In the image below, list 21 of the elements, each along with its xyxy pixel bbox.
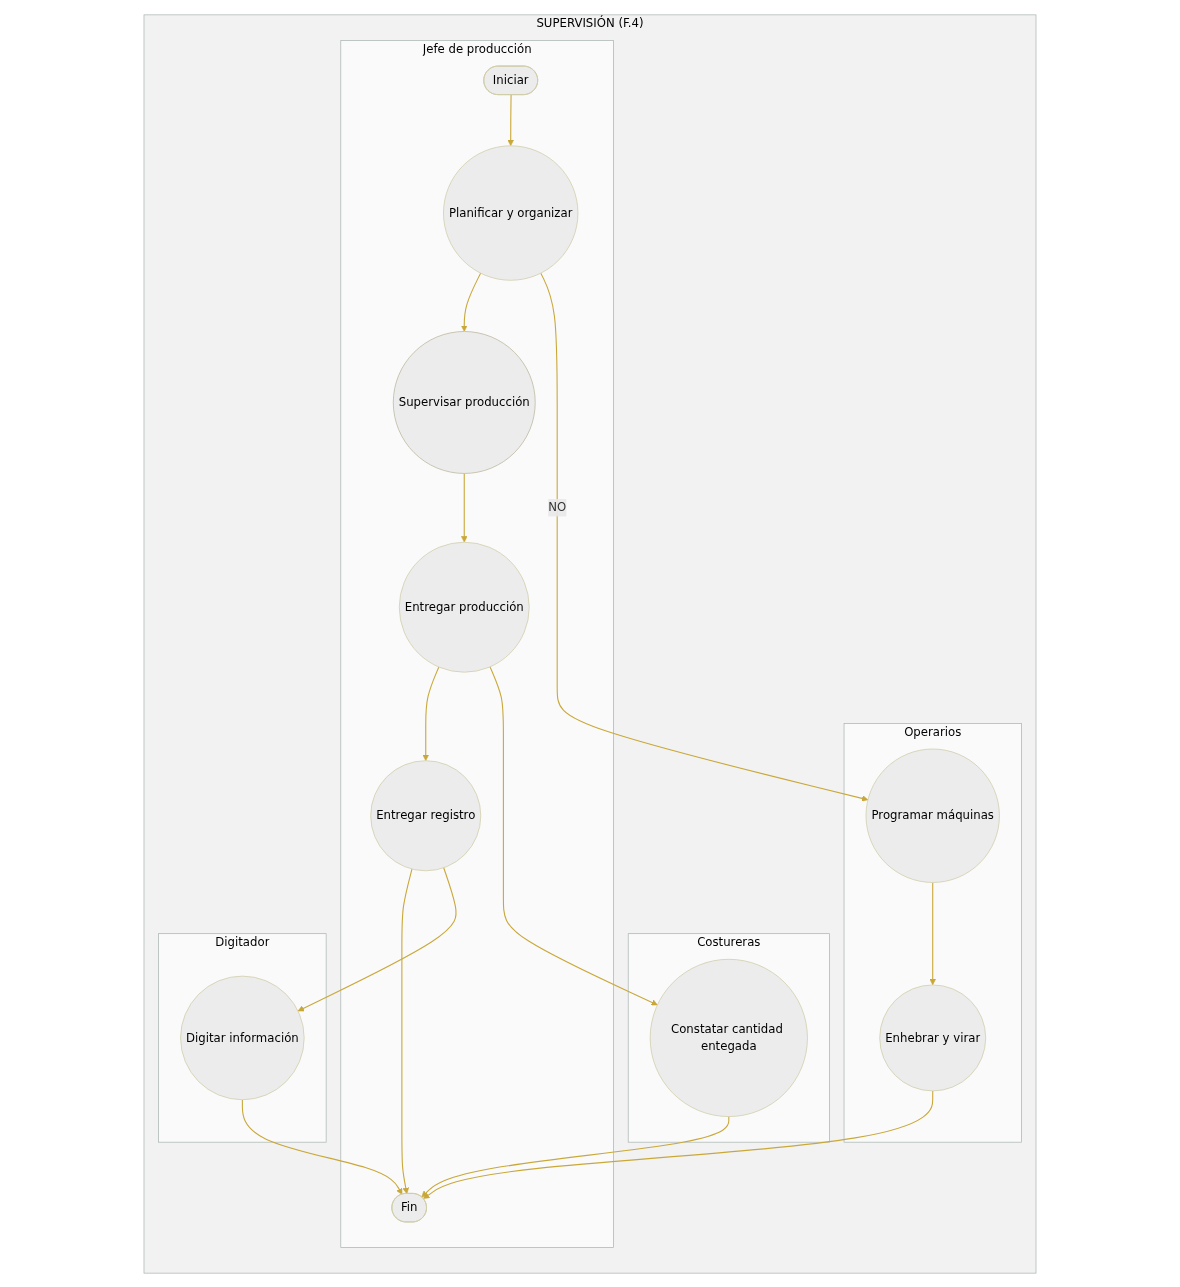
arrow <box>461 472 468 542</box>
node-circle: Enhebrar y virar <box>879 984 987 1091</box>
node-circle: Digitar información <box>180 975 305 1100</box>
arrow <box>421 1115 730 1197</box>
arrow <box>241 1098 403 1195</box>
node-circle: Entregar producción <box>398 541 530 673</box>
arrow <box>461 272 482 332</box>
arrow <box>507 93 514 146</box>
node-circle: Programar máquinas <box>865 748 1000 883</box>
node-circle: Planificar y organizar <box>443 144 579 281</box>
arrow <box>401 868 413 1194</box>
edge-label: NO <box>548 500 567 514</box>
arrow <box>297 866 457 1011</box>
node-circle: Constatar cantidad entegada <box>649 958 808 1117</box>
arrow <box>489 665 658 1005</box>
arrow <box>422 665 440 761</box>
arrow <box>423 1089 934 1199</box>
arrow <box>540 272 869 802</box>
node-circle: Entregar registro <box>370 759 482 871</box>
node-circle: Supervisar producción <box>392 330 536 474</box>
arrow <box>929 881 936 985</box>
